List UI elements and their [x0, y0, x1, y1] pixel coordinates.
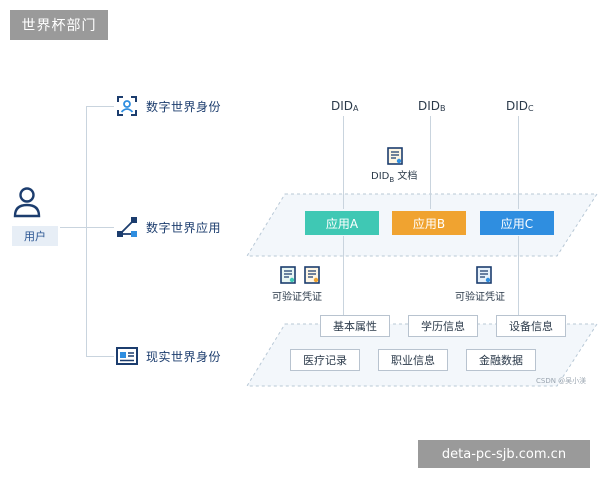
info-tag: 职业信息 — [378, 349, 448, 371]
row-real-identity-label: 现实世界身份 — [146, 349, 222, 364]
id-card-icon — [116, 347, 138, 365]
info-tag: 基本属性 — [320, 315, 390, 337]
row-real-identity: 现实世界身份 — [116, 345, 221, 367]
branch-digital-app — [86, 227, 114, 228]
credential-icon — [304, 266, 320, 284]
user-connector — [60, 227, 86, 228]
did-c-line — [518, 116, 519, 209]
info-tag: 医疗记录 — [290, 349, 360, 371]
did-a-label: DIDA — [331, 99, 359, 113]
info-tag: 学历信息 — [408, 315, 478, 337]
credential-icon — [476, 266, 492, 284]
info-tag: 设备信息 — [496, 315, 566, 337]
user-label: 用户 — [12, 226, 58, 246]
credential-right-label: 可验证凭证 — [455, 292, 505, 303]
network-icon — [117, 217, 137, 237]
app-c-down-line — [518, 236, 519, 316]
app-c-button[interactable]: 应用C — [480, 211, 554, 235]
page-title: 世界杯部门 — [10, 10, 108, 40]
site-watermark: deta-pc-sjb.com.cn — [418, 440, 590, 468]
user-icon — [13, 187, 41, 218]
did-b-line — [430, 116, 431, 209]
app-b-button[interactable]: 应用B — [392, 211, 466, 235]
did-b-label: DIDB — [418, 99, 446, 113]
row-digital-identity: 数字世界身份 — [116, 95, 221, 117]
id-scan-icon — [117, 96, 137, 116]
credential-icon — [280, 266, 296, 284]
did-a-line — [343, 116, 344, 209]
info-tag: 金融数据 — [466, 349, 536, 371]
user-node: 用户 — [12, 186, 60, 246]
did-c-label: DIDC — [506, 99, 534, 113]
credential-left-label: 可验证凭证 — [272, 292, 322, 303]
document-icon — [387, 147, 403, 165]
branch-digital-identity — [86, 106, 114, 107]
row-digital-app-label: 数字世界应用 — [146, 220, 222, 235]
app-a-down-line — [343, 236, 344, 316]
row-digital-app: 数字世界应用 — [116, 216, 221, 238]
app-a-button[interactable]: 应用A — [305, 211, 379, 235]
tree-trunk — [86, 106, 87, 356]
branch-real-identity — [86, 356, 114, 357]
row-digital-identity-label: 数字世界身份 — [146, 99, 222, 114]
csdn-watermark: CSDN @吴小渼 — [536, 377, 587, 385]
did-b-document-label: DIDB 文档 — [371, 171, 418, 184]
